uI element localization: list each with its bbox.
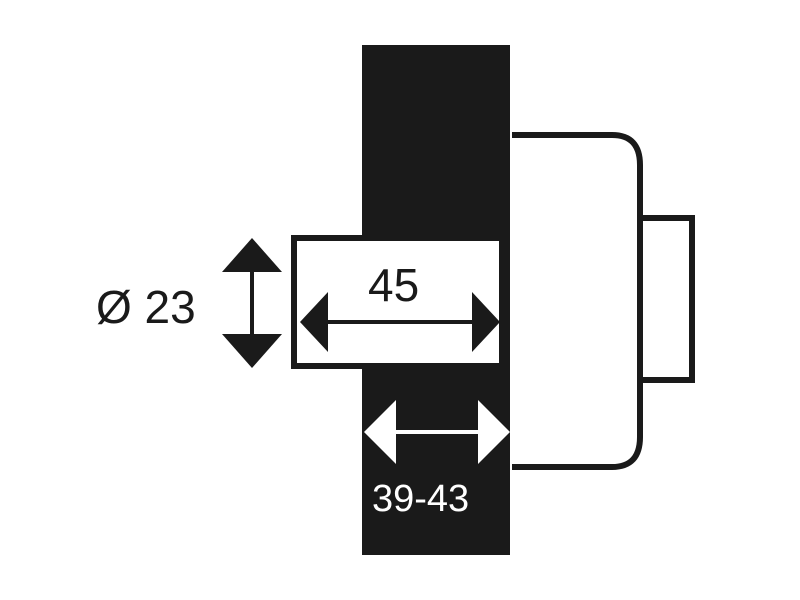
door-thickness-label: 39-43: [372, 478, 470, 520]
diameter-label: Ø 23: [96, 281, 196, 333]
lock-cylinder: [291, 235, 505, 369]
length-label: 45: [368, 259, 420, 311]
door-thickness-arrow: [364, 400, 510, 464]
diameter-arrow: [222, 238, 282, 368]
length-arrow: [300, 292, 500, 352]
lock-body: [512, 132, 643, 470]
lock-knob: [637, 215, 695, 383]
